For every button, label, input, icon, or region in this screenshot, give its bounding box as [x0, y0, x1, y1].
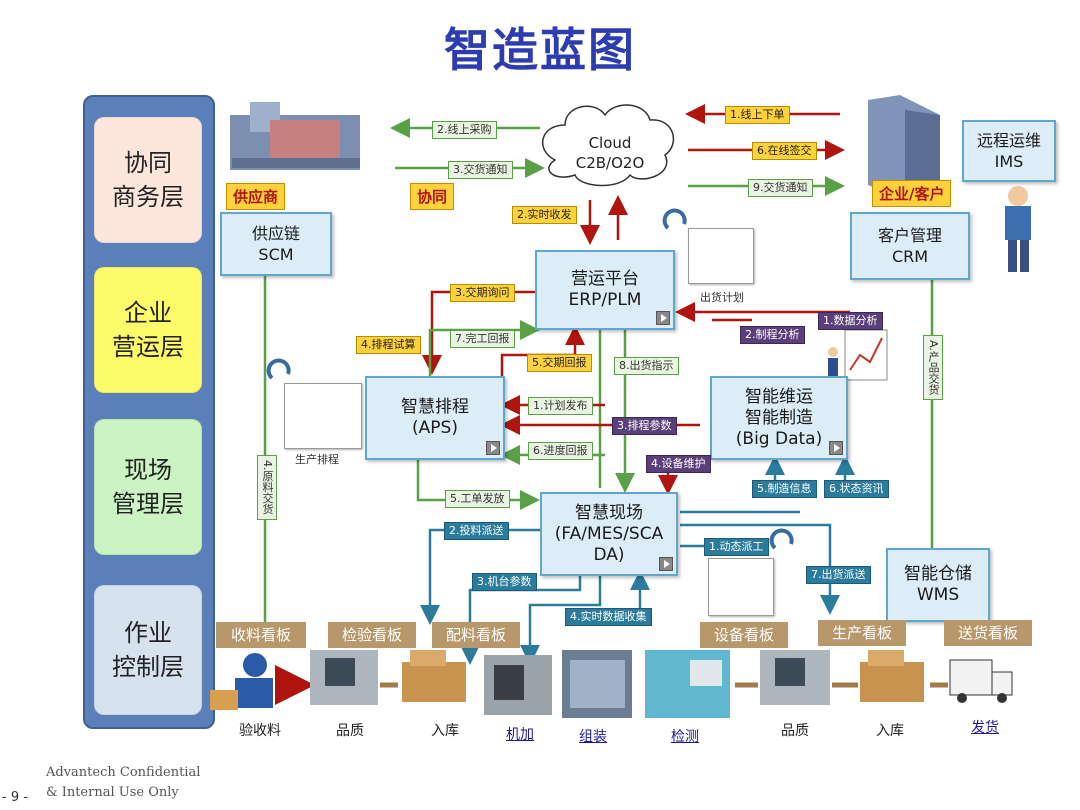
op-testing-link[interactable]: 检测 [671, 729, 699, 745]
flow-mfg-info: 5.制造信息 [752, 480, 817, 498]
flow-online-purchase: 2.线上采购 [432, 121, 497, 139]
schedule-caption: 生产排程 [295, 453, 339, 466]
flow-data-analysis: 1.数据分析 [818, 312, 883, 330]
flow-online-order: 1.线上下单 [725, 106, 790, 124]
flow-due-report: 5.交期回报 [527, 354, 592, 372]
dispatch-thumbnail [708, 558, 774, 616]
kanban-batching[interactable]: 配料看板 [432, 622, 520, 648]
erp-box[interactable]: 营运平台 ERP/PLM [535, 250, 675, 330]
expand-icon[interactable] [656, 311, 670, 325]
assembly-photo-icon [562, 650, 632, 718]
flow-delivery-notice-9: 9.交货通知 [748, 179, 813, 197]
flow-material-dispatch: 2.投料派送 [444, 522, 509, 540]
flow-state-info: 6.状态资讯 [824, 480, 889, 498]
crm-box[interactable]: 客户管理 CRM [850, 212, 970, 280]
op-assembly-link[interactable]: 组装 [579, 729, 607, 745]
flow-wo-issue: 5.工单发放 [445, 490, 510, 508]
layer-business: 协同 商务层 [94, 117, 202, 243]
warehouse-boxes-icon [402, 650, 466, 702]
bigdata-label: 智能维运 智能制造 (Big Data) [735, 386, 823, 449]
flow-done-report: 7.完工回报 [450, 330, 515, 348]
layer-control: 作业 控制层 [94, 585, 202, 715]
aps-label: 智慧排程 (APS) [401, 397, 469, 438]
bigdata-box[interactable]: 智能维运 智能制造 (Big Data) [710, 376, 848, 460]
op-receive: 验收料 [239, 723, 281, 739]
kanban-production[interactable]: 生产看板 [818, 620, 906, 646]
op-quality: 品质 [336, 723, 364, 739]
kanban-inspection[interactable]: 检验看板 [328, 622, 416, 648]
op-storage: 入库 [431, 723, 459, 739]
op-storage2: 入库 [876, 723, 904, 739]
op-shipping-link[interactable]: 发货 [971, 720, 999, 736]
kanban-equipment[interactable]: 设备看板 [700, 622, 788, 648]
layer-field: 现场 管理层 [94, 419, 202, 555]
confidential-note: Advantech Confidential & Internal Use On… [46, 765, 201, 800]
factory-icon [230, 102, 360, 170]
flow-process-analysis: 2.制程分析 [740, 326, 805, 344]
expand-icon[interactable] [486, 441, 500, 455]
flow-due-inquiry: 3.交期询问 [450, 284, 515, 302]
flow-online-sign: 6.在线签交 [752, 142, 817, 160]
erp-label: 营运平台 ERP/PLM [568, 269, 642, 310]
schedule-thumbnail [284, 383, 362, 449]
ship-plan-caption: 出货计划 [700, 291, 744, 304]
kanban-receiving[interactable]: 收料看板 [216, 622, 306, 648]
mes-box[interactable]: 智慧现场 (FA/MES/SCA DA) [540, 492, 678, 576]
quality-station-icon [310, 650, 378, 705]
layer-enterprise: 企业 营运层 [94, 267, 202, 393]
flow-realtime: 2.实时收发 [512, 206, 577, 224]
delivery-truck-icon [949, 659, 1013, 703]
flow-delivery-notice: 3.交货通知 [448, 161, 513, 179]
page-title: 智造蓝图 [444, 23, 636, 77]
flow-schedule-param: 3.排程参数 [612, 417, 677, 435]
flow-machine-param: 3.机台参数 [472, 573, 537, 591]
mes-label: 智慧现场 (FA/MES/SCA DA) [554, 502, 664, 565]
analyst-icon [828, 329, 888, 381]
ship-plan-thumbnail [688, 228, 754, 284]
cloud-shape [541, 104, 675, 187]
enterprise-tag: 企业/客户 [872, 180, 952, 207]
quality-station2-icon [760, 650, 830, 705]
flow-device-maint: 4.设备维护 [646, 455, 711, 473]
building-icon [868, 95, 940, 200]
engineer-icon [1005, 186, 1031, 272]
flow-ship-instruction: 8.出货指示 [614, 357, 679, 375]
collab-tag: 协同 [410, 183, 455, 210]
kanban-delivery[interactable]: 送货看板 [944, 620, 1032, 646]
ims-box[interactable]: 远程运维 IMS [962, 120, 1056, 182]
cloud-label: Cloud C2B/O2O [575, 134, 645, 172]
expand-icon[interactable] [829, 441, 843, 455]
cycle-icon [769, 528, 794, 550]
supplier-tag: 供应商 [226, 183, 286, 210]
expand-icon[interactable] [659, 557, 673, 571]
aps-box[interactable]: 智慧排程 (APS) [365, 376, 505, 460]
cnc-machine-icon [484, 655, 552, 715]
flow-dynamic-dispatch: 1.动态派工 [704, 538, 769, 556]
test-machine-icon [645, 650, 730, 718]
flow-progress-report: 6.进度回报 [528, 442, 593, 460]
flow-raw-delivery: 4.原料交货 [257, 455, 277, 520]
flow-schedule-calc: 4.排程试算 [356, 336, 421, 354]
flow-ship-dispatch: 7.出货派送 [806, 566, 871, 584]
scm-box[interactable]: 供应链 SCM [220, 212, 332, 276]
op-quality2: 品质 [781, 723, 809, 739]
cycle-icon [662, 208, 687, 230]
flow-plan-publish: 1.计划发布 [528, 397, 593, 415]
page-number: - 9 - [2, 790, 28, 805]
flow-product-delivery: A.产品交货 [923, 335, 943, 400]
worker-icon [210, 653, 273, 710]
layer-bar: 协同 商务层 企业 营运层 现场 管理层 作业 控制层 [83, 95, 215, 729]
cycle-icon [266, 358, 291, 380]
op-machining-link[interactable]: 机加 [506, 727, 534, 743]
warehouse-boxes2-icon [860, 650, 924, 702]
flow-realtime-collect: 4.实时数据收集 [565, 608, 652, 626]
wms-box[interactable]: 智能仓储 WMS [886, 548, 990, 622]
